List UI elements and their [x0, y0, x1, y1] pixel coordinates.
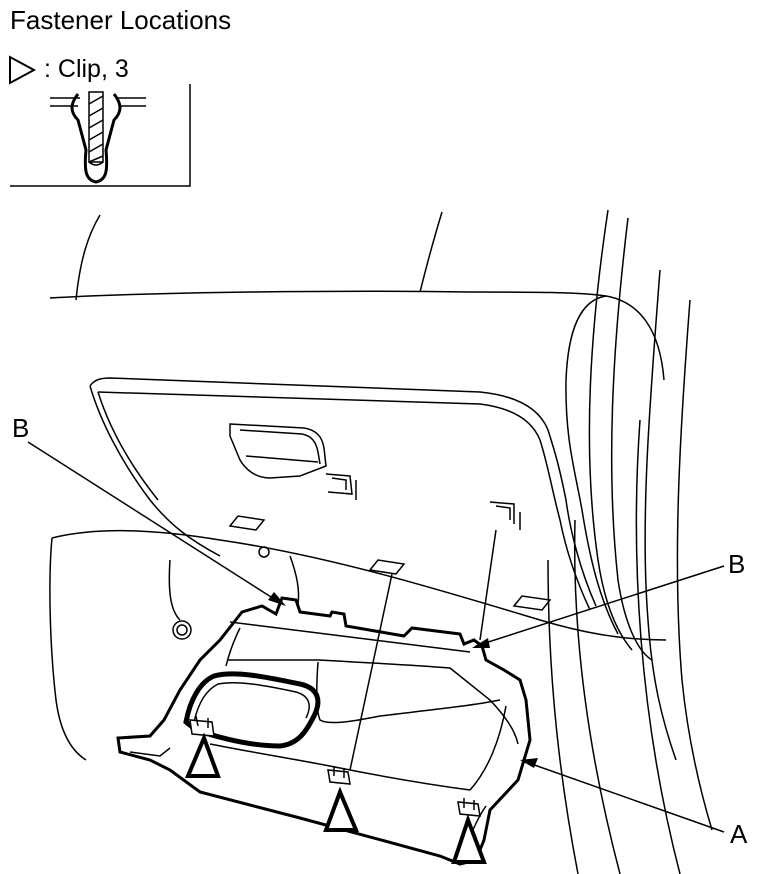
arrowheads	[268, 592, 538, 768]
diagram-title: Fastener Locations	[10, 5, 232, 35]
arrow-icon	[520, 758, 538, 768]
arrow-icon	[268, 592, 286, 606]
clip-location-markers	[184, 732, 487, 864]
storage-pocket	[183, 671, 321, 749]
legend-clip-label: : Clip, 3	[44, 55, 129, 83]
clip-triangle-icon	[323, 786, 360, 832]
callout-b-left: B	[12, 413, 30, 443]
clip-cross-section-inset	[10, 84, 191, 187]
triangle-outline-icon	[9, 55, 37, 85]
clip-triangle-icon	[184, 732, 221, 778]
clip-mounts	[189, 715, 481, 817]
clip-triangle-icon	[451, 814, 487, 864]
arrow-icon	[472, 638, 490, 648]
callout-b-right: B	[728, 549, 746, 579]
trim-panel-a	[116, 596, 532, 866]
callout-a: A	[730, 819, 748, 849]
callout-leaders	[27, 441, 725, 833]
